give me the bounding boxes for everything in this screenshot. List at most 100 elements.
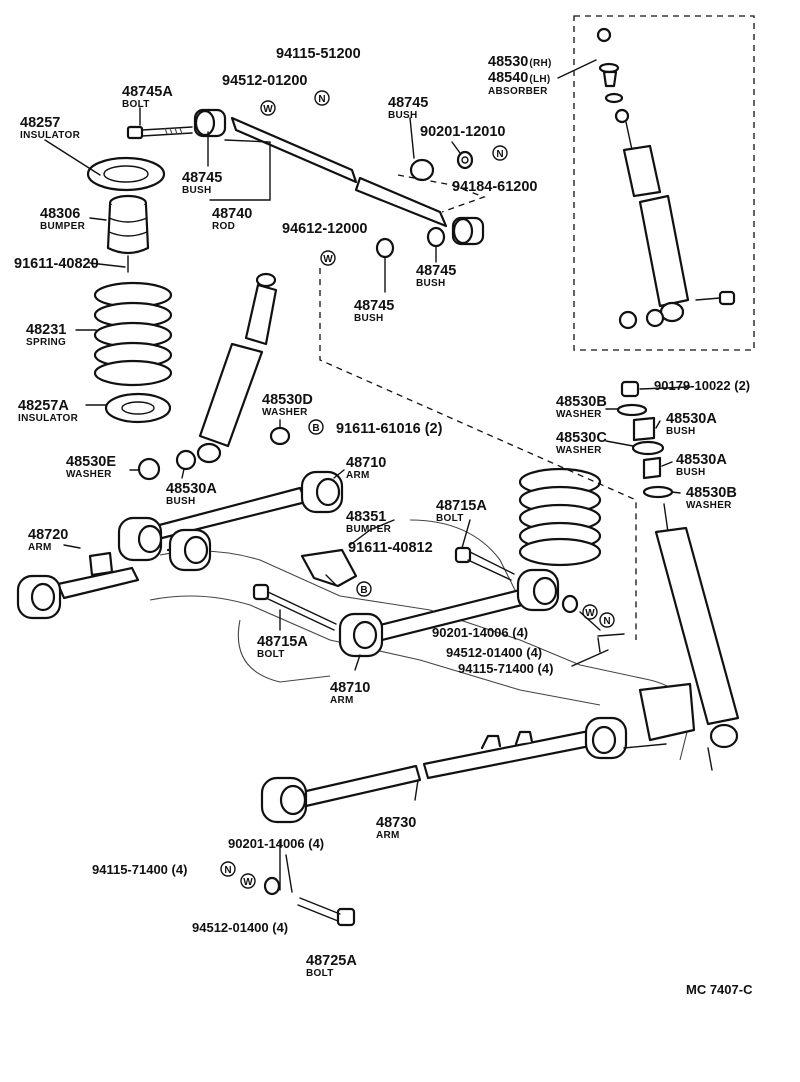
arm-48730 xyxy=(260,716,667,824)
label-48540-lh: 48540(LH) xyxy=(488,70,551,86)
label-48730: 48730 xyxy=(376,815,416,831)
label-94184-61200: 94184-61200 xyxy=(452,179,537,195)
label-94512-01200: 94512-01200 xyxy=(222,73,307,89)
label-94612-12000: 94612-12000 xyxy=(282,221,367,237)
rod-exploded-dashed-outline xyxy=(397,174,486,213)
label-48745-bush-a: 48745 xyxy=(182,170,222,186)
shock-absorber-center xyxy=(196,272,278,464)
svg-text:W: W xyxy=(323,254,333,265)
label-91611-40820: 91611-40820 xyxy=(14,256,99,272)
label-48740: 48740 xyxy=(212,206,252,222)
nut-symbol-94115-71400-mid: N xyxy=(599,612,615,628)
nut-symbol-94184-61200: N xyxy=(492,145,508,161)
label-48530A-bush-r2: 48530A xyxy=(676,452,727,468)
arm-48720 xyxy=(16,546,196,620)
bush-48745-parts xyxy=(375,150,474,259)
caption-48231: SPRING xyxy=(26,337,66,348)
caption-48740: ROD xyxy=(212,221,235,232)
caption-48530C: WASHER xyxy=(556,445,602,456)
caption-48720: ARM xyxy=(28,542,52,553)
washer-symbol-94512-01400-bot: W xyxy=(240,873,256,889)
svg-text:N: N xyxy=(603,616,610,627)
caption-48530B-top: WASHER xyxy=(556,409,602,420)
caption-48745-bush-b: BUSH xyxy=(388,110,418,121)
figure-code: MC 7407-C xyxy=(686,982,753,997)
label-48530C: 48530C xyxy=(556,430,607,446)
caption-48306: BUMPER xyxy=(40,221,86,232)
fasteners-mid xyxy=(561,594,625,637)
svg-text:N: N xyxy=(496,149,503,160)
label-48530B-bottom: 48530B xyxy=(686,485,737,501)
label-48530A-bush-left: 48530A xyxy=(166,481,217,497)
caption-48745-bush-a: BUSH xyxy=(182,185,212,196)
leader-lines xyxy=(44,59,691,893)
label-48745-bush-b: 48745 xyxy=(388,95,428,111)
svg-text:B: B xyxy=(312,423,319,434)
label-48530E: 48530E xyxy=(66,454,116,470)
caption-48710-top: ARM xyxy=(346,470,370,481)
label-90179-10022: 90179-10022 (2) xyxy=(654,378,750,393)
svg-text:W: W xyxy=(585,608,595,619)
label-48710-bottom: 48710 xyxy=(330,680,370,696)
caption-48715A-bottom: BOLT xyxy=(257,649,285,660)
label-48257A: 48257A xyxy=(18,398,69,414)
fasteners-bottom xyxy=(263,876,281,896)
bolt-symbol-91611-40812: B xyxy=(356,581,372,597)
insulator-48257-shape xyxy=(86,156,166,192)
caption-48257A: INSULATOR xyxy=(18,413,79,424)
caption-48725A: BOLT xyxy=(306,968,334,979)
caption-48257: INSULATOR xyxy=(20,130,81,141)
label-90201-14006-bot: 90201-14006 (4) xyxy=(228,836,324,851)
caption-48730: ARM xyxy=(376,830,400,841)
label-94115-71400-mid: 94115-71400 (4) xyxy=(458,661,553,676)
nut-symbol-94115-51200: N xyxy=(314,90,330,106)
label-48715A-bottom: 48715A xyxy=(257,634,308,650)
spring-48231-shape xyxy=(93,281,173,387)
label-48530A-bush-r1: 48530A xyxy=(666,411,717,427)
label-48745A: 48745A xyxy=(122,84,173,100)
label-90201-12010: 90201-12010 xyxy=(420,124,505,140)
absorber-detail-box xyxy=(573,15,755,351)
caption-48745A: BOLT xyxy=(122,99,150,110)
svg-text:W: W xyxy=(263,104,273,115)
label-48306: 48306 xyxy=(40,206,80,222)
bolt-48715A-top xyxy=(454,546,515,581)
caption-48715A-top: BOLT xyxy=(436,513,464,524)
bumper-48306-shape xyxy=(106,194,150,255)
label-48710-top: 48710 xyxy=(346,455,386,471)
svg-text:N: N xyxy=(318,94,325,105)
label-48715A-top: 48715A xyxy=(436,498,487,514)
caption-48530A-bush-r2: BUSH xyxy=(676,467,706,478)
caption-48710-bottom: ARM xyxy=(330,695,354,706)
spring-right xyxy=(518,467,602,567)
bolt-48745A xyxy=(126,125,193,140)
label-48257: 48257 xyxy=(20,115,60,131)
label-48725A: 48725A xyxy=(306,953,357,969)
absorber-mount-stack xyxy=(616,380,674,499)
label-48745-bush-d: 48745 xyxy=(416,263,456,279)
caption-48530A-bush-left: BUSH xyxy=(166,496,196,507)
label-91611-61016: 91611-61016 (2) xyxy=(336,421,443,437)
caption-48351: BUMPER xyxy=(346,524,392,535)
svg-text:N: N xyxy=(224,865,231,876)
insulator-48257A-shape xyxy=(104,392,172,424)
arm-48710-top xyxy=(117,470,344,562)
svg-text:W: W xyxy=(243,877,253,888)
shock-absorber-right xyxy=(654,503,740,771)
label-94115-51200: 94115-51200 xyxy=(276,46,361,62)
label-48530D: 48530D xyxy=(262,392,313,408)
label-48530-rh: 48530(RH) xyxy=(488,54,552,70)
svg-text:B: B xyxy=(360,585,367,596)
caption-48530B-bottom: WASHER xyxy=(686,500,732,511)
caption-48530A-bush-r1: BUSH xyxy=(666,426,696,437)
washer-symbol-94512-01400-mid: W xyxy=(582,604,598,620)
washer-symbol-94612-12000: W xyxy=(320,250,336,266)
arm-48710-bottom xyxy=(338,568,560,658)
label-94115-71400-bot: 94115-71400 (4) xyxy=(92,862,187,877)
caption-48540-lh: ABSORBER xyxy=(488,86,548,97)
label-94512-01400-bot: 94512-01400 (4) xyxy=(192,920,288,935)
rod-48740 xyxy=(193,108,485,246)
label-48530B-top: 48530B xyxy=(556,394,607,410)
bolt-48715A-bottom xyxy=(252,583,337,631)
